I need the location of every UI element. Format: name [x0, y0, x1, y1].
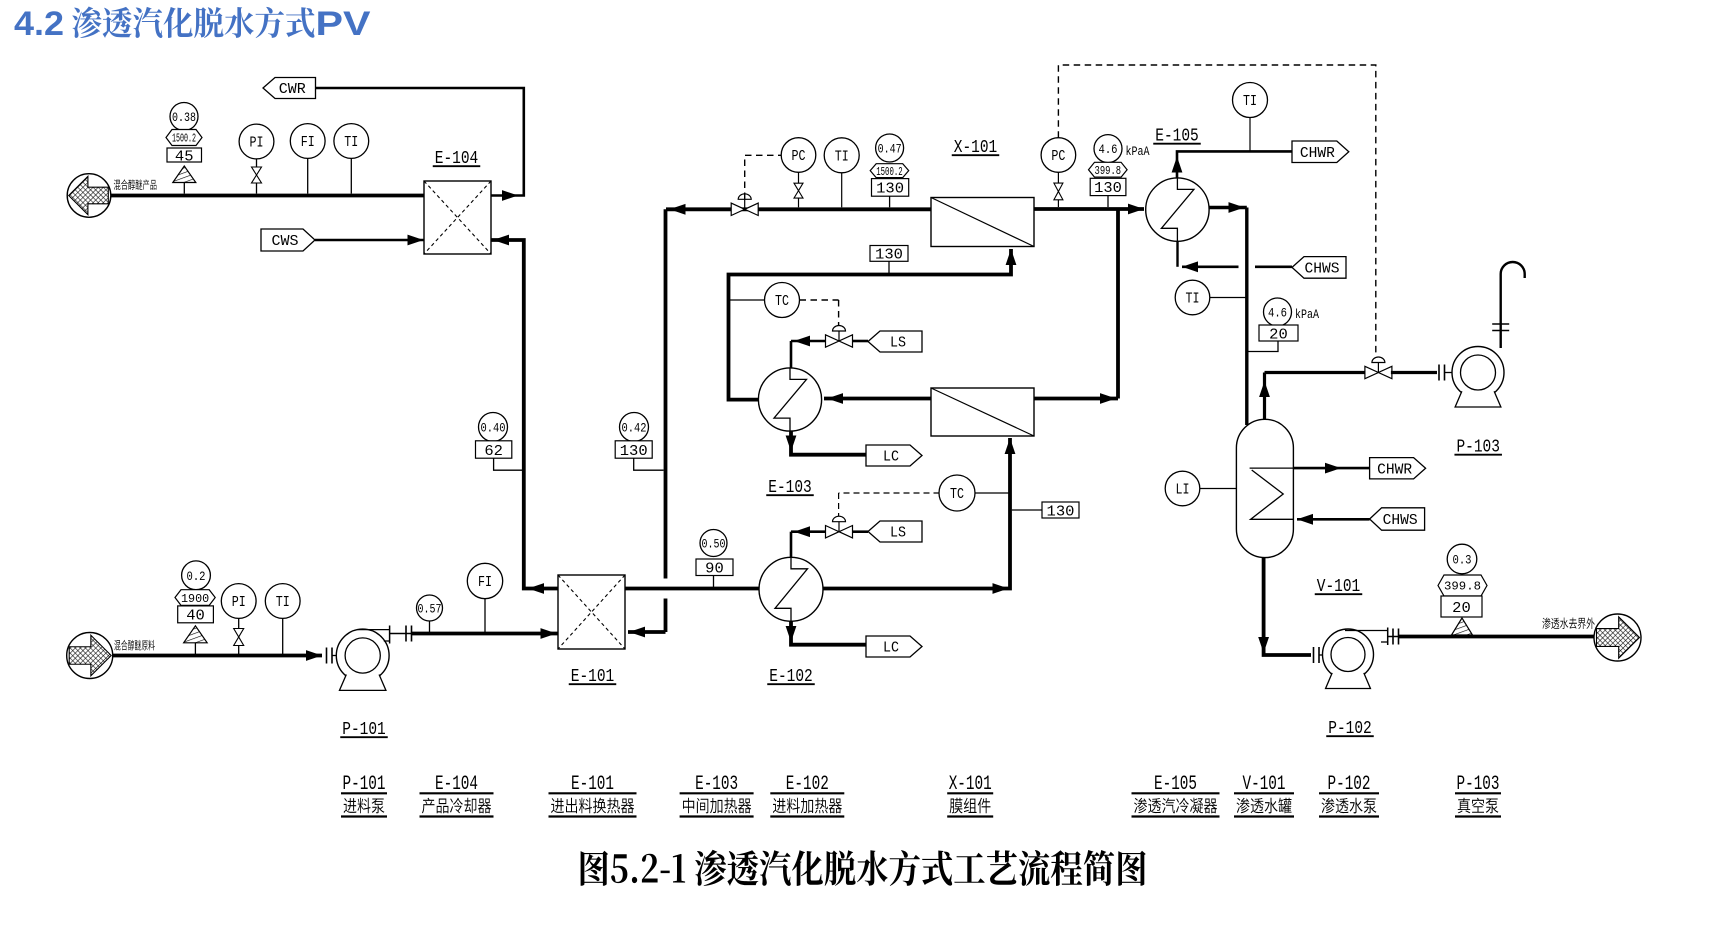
- svg-text:130: 130: [876, 181, 904, 198]
- svg-text:1900: 1900: [181, 592, 209, 606]
- svg-text:CHWS: CHWS: [1383, 513, 1418, 529]
- svg-text:TC: TC: [950, 487, 964, 503]
- svg-text:PC: PC: [792, 149, 806, 165]
- svg-text:CWR: CWR: [279, 82, 306, 98]
- svg-text:LS: LS: [890, 526, 906, 542]
- svg-text:40: 40: [186, 608, 205, 625]
- svg-text:TI: TI: [1186, 292, 1200, 308]
- svg-text:4.2: 4.2: [14, 5, 64, 43]
- svg-text:FI: FI: [478, 575, 492, 591]
- svg-text:E-105: E-105: [1154, 773, 1197, 796]
- svg-text:V-101: V-101: [1243, 773, 1286, 796]
- svg-text:E-104: E-104: [435, 773, 478, 796]
- svg-text:0.2: 0.2: [187, 569, 206, 584]
- svg-text:kPaA: kPaA: [1295, 307, 1319, 322]
- svg-text:E-101: E-101: [571, 666, 615, 687]
- svg-text:P-102: P-102: [1328, 718, 1372, 739]
- svg-text:P-101: P-101: [342, 719, 386, 740]
- svg-text:0.57: 0.57: [418, 602, 442, 617]
- svg-text:PI: PI: [250, 136, 264, 152]
- svg-text:PC: PC: [1051, 149, 1065, 165]
- svg-text:E-101: E-101: [571, 773, 614, 796]
- svg-text:TC: TC: [775, 294, 789, 310]
- svg-text:0.42: 0.42: [622, 421, 647, 436]
- svg-text:TI: TI: [835, 149, 849, 165]
- svg-text:0.50: 0.50: [702, 537, 726, 552]
- svg-text:0.3: 0.3: [1453, 553, 1472, 568]
- svg-text:V-101: V-101: [1317, 576, 1361, 597]
- svg-text:LC: LC: [883, 450, 899, 466]
- svg-text:FI: FI: [301, 135, 315, 151]
- svg-text:E-104: E-104: [435, 148, 479, 169]
- svg-text:CHWR: CHWR: [1300, 146, 1335, 162]
- svg-text:62: 62: [484, 443, 503, 460]
- svg-text:130: 130: [620, 443, 648, 460]
- svg-text:4.6: 4.6: [1268, 306, 1287, 321]
- svg-text:130: 130: [1047, 503, 1075, 520]
- svg-text:TI: TI: [344, 135, 358, 151]
- svg-text:X-101: X-101: [949, 773, 992, 796]
- svg-text:LC: LC: [883, 641, 899, 657]
- svg-text:399.8: 399.8: [1444, 580, 1481, 594]
- svg-text:0.38: 0.38: [172, 110, 196, 125]
- svg-text:kPaA: kPaA: [1126, 144, 1150, 159]
- svg-text:X-101: X-101: [954, 137, 998, 158]
- svg-text:1500.2: 1500.2: [876, 165, 903, 179]
- svg-text:E-102: E-102: [769, 666, 813, 687]
- svg-text:CHWS: CHWS: [1305, 261, 1340, 277]
- svg-text:0.40: 0.40: [481, 421, 506, 436]
- svg-text:P-103: P-103: [1456, 437, 1500, 458]
- svg-text:LI: LI: [1176, 483, 1190, 499]
- svg-text:TI: TI: [276, 595, 290, 611]
- svg-text:20: 20: [1269, 326, 1288, 343]
- svg-text:45: 45: [175, 148, 194, 165]
- svg-text:E-105: E-105: [1155, 126, 1199, 147]
- svg-text:399.8: 399.8: [1095, 164, 1122, 178]
- svg-text:E-103: E-103: [768, 477, 812, 498]
- svg-text:PI: PI: [232, 595, 246, 611]
- svg-text:0.47: 0.47: [878, 142, 902, 157]
- svg-text:E-103: E-103: [695, 773, 738, 796]
- svg-text:TI: TI: [1243, 94, 1257, 110]
- svg-text:PV: PV: [316, 5, 371, 43]
- svg-text:LS: LS: [890, 336, 906, 352]
- svg-text:P-101: P-101: [343, 773, 386, 796]
- svg-text:CHWR: CHWR: [1377, 462, 1412, 478]
- svg-text:1500.2: 1500.2: [172, 132, 196, 146]
- svg-text:P-103: P-103: [1457, 773, 1500, 796]
- svg-text:CWS: CWS: [272, 234, 299, 250]
- svg-text:E-102: E-102: [786, 773, 829, 796]
- svg-text:130: 130: [875, 247, 903, 264]
- svg-text:130: 130: [1094, 180, 1122, 197]
- svg-text:P-102: P-102: [1328, 773, 1371, 796]
- svg-text:90: 90: [705, 561, 724, 578]
- svg-text:20: 20: [1452, 600, 1471, 617]
- svg-text:4.6: 4.6: [1099, 142, 1118, 157]
